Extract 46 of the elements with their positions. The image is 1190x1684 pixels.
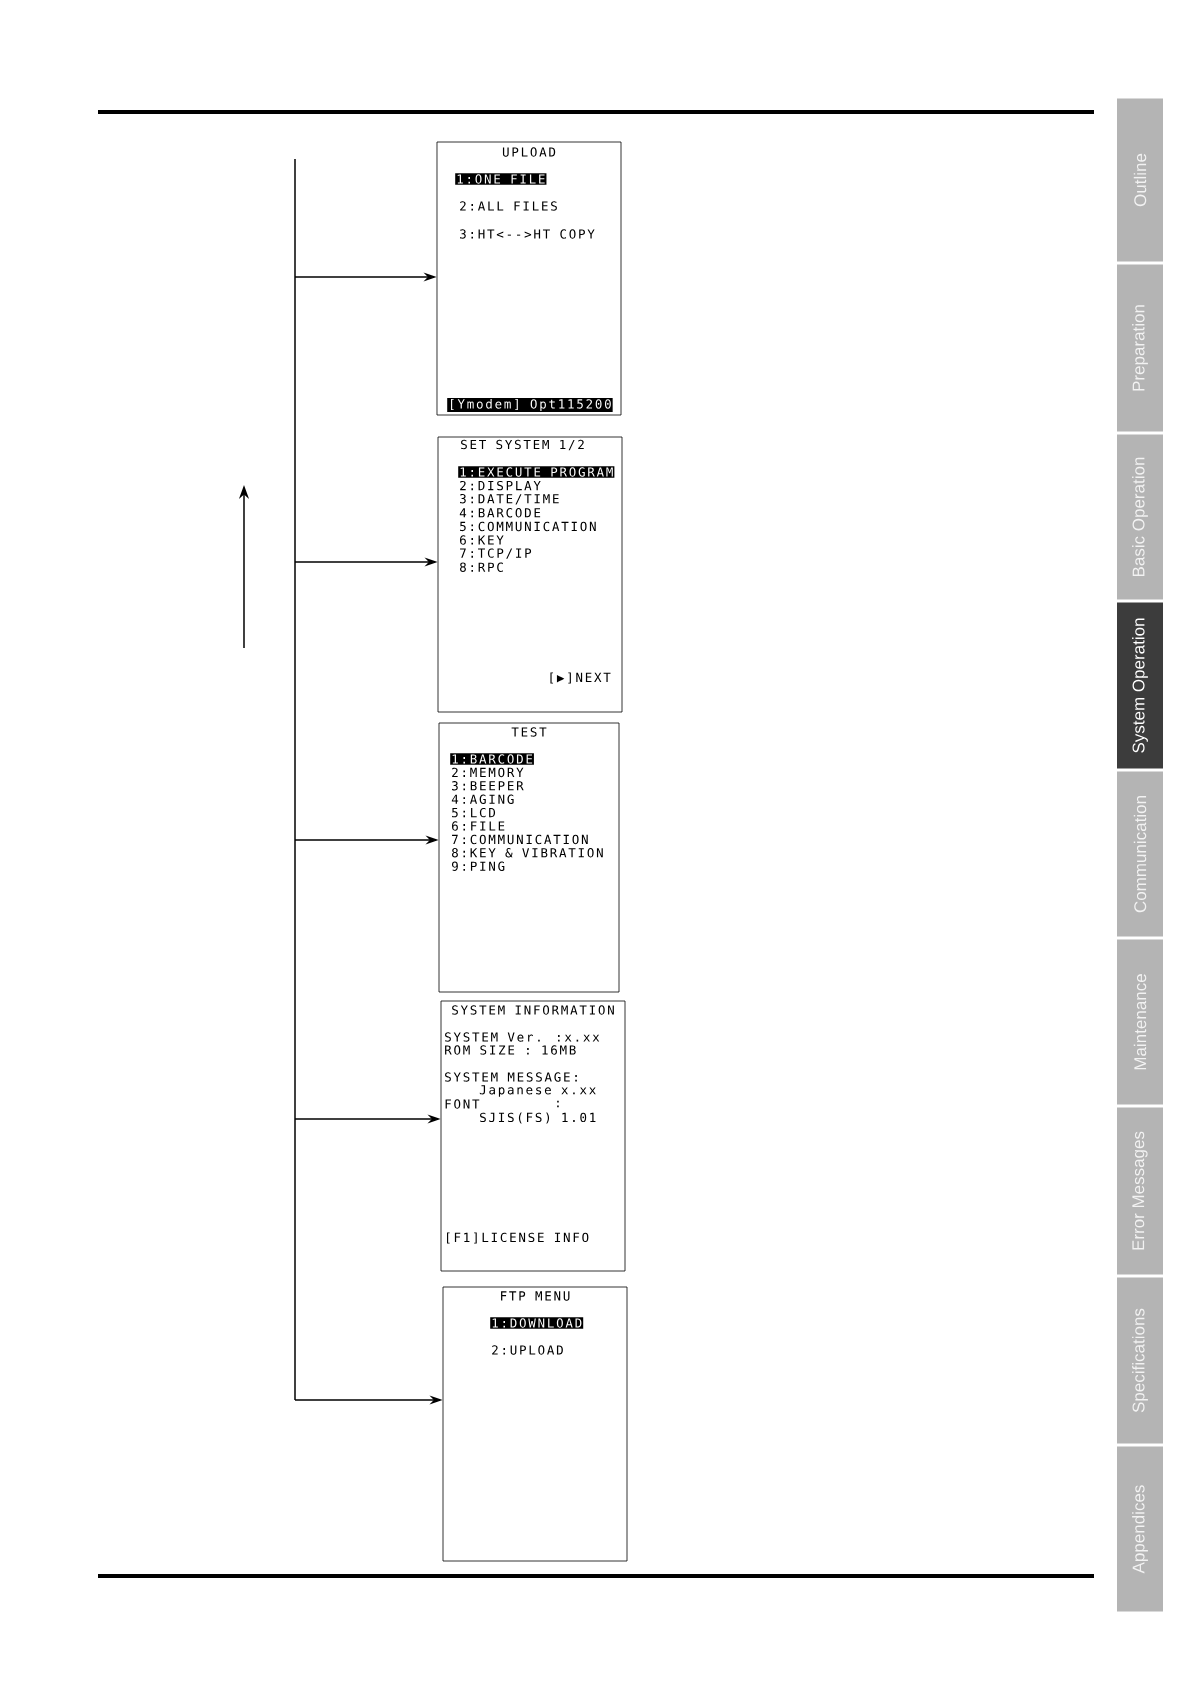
side-tab: System Operation bbox=[1117, 602, 1163, 769]
screen-text: 2:ALL FILES bbox=[460, 201, 557, 211]
screen-text: FONT bbox=[445, 1099, 480, 1109]
screen-text: 8:KEY & VIBRATION bbox=[452, 848, 603, 858]
screen-text: 8:RPC bbox=[460, 562, 503, 572]
screen-text: 6:KEY bbox=[460, 535, 504, 545]
screen-text: 3:HT<-->HT COPY bbox=[460, 229, 595, 239]
side-tab: Outline bbox=[1117, 98, 1163, 262]
screen-text: 5:COMMUNICATION bbox=[460, 521, 596, 532]
screen-text: 3:DATE/TIME bbox=[460, 494, 559, 505]
highlighted-menu-item: [Ymodem] Opt115200 bbox=[447, 397, 613, 413]
side-tab: Communication bbox=[1117, 771, 1163, 937]
screen-text: Japanese x.xx bbox=[479, 1085, 596, 1097]
screen-text: 6:FILE bbox=[452, 821, 505, 831]
highlighted-menu-item: 1:ONE FILE bbox=[455, 173, 547, 185]
screen-text: : bbox=[557, 1100, 559, 1108]
screen-text: SJIS(FS) 1.01 bbox=[480, 1112, 596, 1124]
highlighted-menu-item: 1:DOWNLOAD bbox=[490, 1317, 584, 1329]
screen-text: SYSTEM INFORMATION bbox=[452, 1005, 614, 1015]
screen-text: 7:TCP/IP bbox=[460, 548, 532, 559]
screen-text: 7:COMMUNICATION bbox=[452, 834, 588, 845]
side-tab: Appendices bbox=[1117, 1446, 1163, 1612]
screen-text: 5:LCD bbox=[452, 807, 496, 818]
screen-text: TEST bbox=[511, 727, 547, 737]
side-tab: Maintenance bbox=[1117, 939, 1163, 1105]
screen-text: 4:BARCODE bbox=[459, 508, 541, 518]
screen-text: FTP MENU bbox=[501, 1291, 570, 1301]
screen-text: 2:DISPLAY bbox=[460, 480, 541, 491]
screen-text: [F1]LICENSE INFO bbox=[447, 1232, 589, 1244]
screen-text: 2:MEMORY bbox=[452, 767, 524, 778]
screen-text: SYSTEM MESSAGE: bbox=[445, 1072, 577, 1082]
screen-text: 2:UPLOAD bbox=[492, 1345, 563, 1355]
side-tab: Preparation bbox=[1117, 264, 1163, 432]
screen-text: 3:BEEPER bbox=[452, 781, 524, 791]
screen-text: SYSTEM Ver. :x.xx bbox=[445, 1032, 600, 1042]
screen-text: 4:AGING bbox=[451, 794, 514, 804]
screen-text: [▶]NEXT bbox=[550, 672, 611, 684]
screen-text: SET SYSTEM 1/2 bbox=[461, 439, 584, 451]
highlighted-menu-item: 1:EXECUTE PROGRAM bbox=[458, 466, 615, 478]
screen-text: UPLOAD bbox=[502, 147, 556, 157]
screen-text: ROM SIZE : 16MB bbox=[445, 1045, 576, 1055]
highlighted-menu-item: 1:BARCODE bbox=[450, 753, 534, 765]
screen-text: 9:PING bbox=[451, 861, 505, 871]
side-tab: Basic Operation bbox=[1117, 434, 1163, 600]
side-tab: Specifications bbox=[1117, 1277, 1163, 1444]
side-tab: Error Messages bbox=[1117, 1107, 1163, 1275]
